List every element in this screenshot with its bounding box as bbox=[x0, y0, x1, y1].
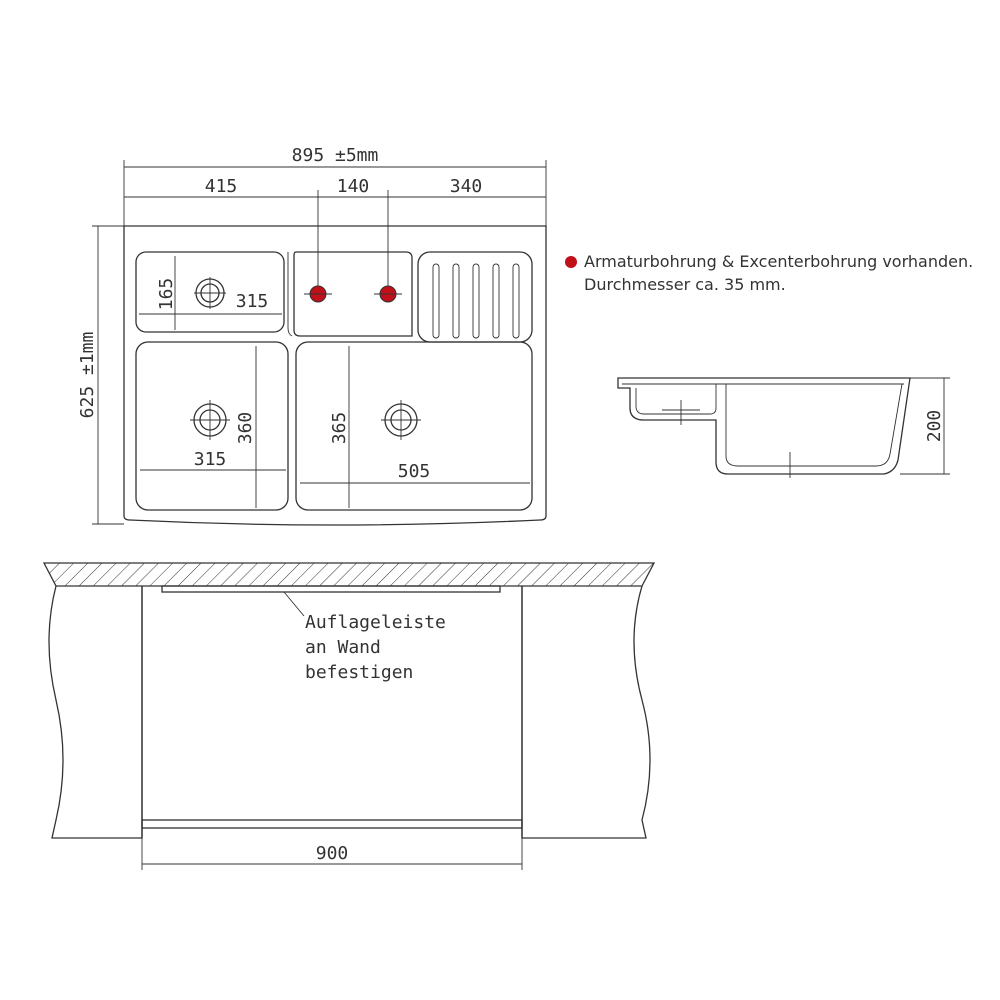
sink-outline bbox=[123, 225, 547, 526]
section-dimensions: 415 140 340 bbox=[124, 176, 546, 290]
overall-depth-dimension: 625 ±1mm bbox=[77, 225, 124, 525]
right-cabinet-side bbox=[521, 585, 651, 839]
mounting-note-line-2: an Wand bbox=[305, 637, 381, 658]
tap-hole-area bbox=[293, 251, 413, 337]
side-section-view: 200 bbox=[617, 377, 950, 478]
mounting-note-line-3: befestigen bbox=[305, 662, 413, 683]
left-bowl bbox=[135, 341, 289, 511]
overall-width-label: 895 ±5mm bbox=[292, 145, 379, 166]
middle-section-label: 140 bbox=[337, 176, 370, 197]
mounting-note-line-1: Auflageleiste bbox=[305, 612, 446, 633]
section-outer-profile bbox=[617, 377, 911, 475]
left-bowl-width-label: 315 bbox=[194, 449, 227, 470]
legend-line-2: Durchmesser ca. 35 mm. bbox=[584, 275, 786, 294]
right-section-label: 340 bbox=[450, 176, 483, 197]
countertop-hatched bbox=[42, 562, 656, 587]
legend-marker bbox=[565, 256, 577, 268]
small-bowl-drain-icon bbox=[194, 277, 226, 309]
bottom-rail bbox=[141, 819, 523, 829]
drainboard-ribs bbox=[432, 263, 520, 339]
main-bowl-depth-label: 365 bbox=[329, 412, 350, 445]
legend: Armaturbohrung & Excenterbohrung vorhand… bbox=[565, 252, 973, 294]
small-bowl-width-label: 315 bbox=[236, 291, 269, 312]
left-bowl-depth-label: 360 bbox=[235, 412, 256, 445]
left-bowl-drain-icon bbox=[190, 400, 230, 440]
front-installation-view: Auflageleiste an Wand befestigen 900 bbox=[42, 562, 656, 870]
cabinet-width-label: 900 bbox=[316, 843, 349, 864]
overall-width-dimension: 895 ±5mm bbox=[123, 145, 547, 228]
small-bowl bbox=[135, 251, 285, 333]
legend-line-1: Armaturbohrung & Excenterbohrung vorhand… bbox=[584, 252, 973, 271]
left-cabinet-side bbox=[48, 585, 143, 839]
main-bowl-drain-icon bbox=[381, 400, 421, 440]
top-view: 895 ±5mm 415 140 340 625 ±1mm 165 315 bbox=[77, 145, 547, 526]
overall-depth-label: 625 ±1mm bbox=[77, 332, 98, 419]
drainboard bbox=[417, 251, 533, 343]
mounting-leader-line bbox=[283, 591, 305, 617]
small-bowl-depth-label: 165 bbox=[156, 278, 177, 311]
main-bowl-width-label: 505 bbox=[398, 461, 431, 482]
bowl-height-label: 200 bbox=[924, 410, 945, 443]
main-bowl bbox=[295, 341, 533, 511]
mounting-strip bbox=[161, 585, 501, 593]
left-section-label: 415 bbox=[205, 176, 238, 197]
